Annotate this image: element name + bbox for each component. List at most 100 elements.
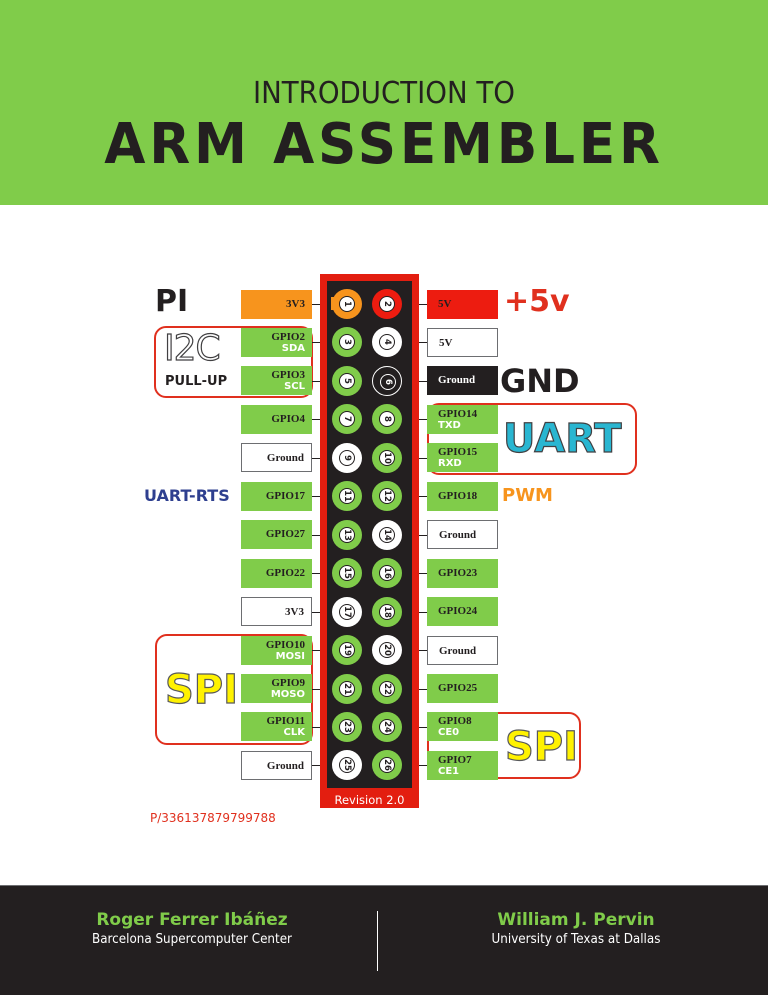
pin-label-16: GPIO23 [427, 558, 498, 588]
pin-ring [379, 526, 395, 543]
pin-number: 26 [382, 759, 392, 772]
pin-lead-line [312, 458, 320, 459]
author-name: William J. Pervin [497, 910, 655, 930]
pin-label-17: 3V3 [241, 597, 312, 627]
plus5v-label: +5v [504, 284, 570, 319]
pin-lead-line [312, 419, 320, 420]
pin-label-20: Ground [427, 635, 498, 665]
pin-label-9: Ground [241, 443, 312, 473]
cover-footer: Roger Ferrer Ibáñez Barcelona Supercompu… [0, 885, 768, 995]
pin-function: GPIO22 [265, 566, 305, 579]
author-divider [377, 911, 378, 971]
author-affiliation: University of Texas at Dallas [491, 932, 661, 947]
pin-lead-line [419, 612, 427, 613]
gnd-label: GND [500, 362, 580, 400]
pin-lead-line [419, 689, 427, 690]
pin-number: 21 [342, 682, 352, 695]
pin-function: GPIO14 [438, 407, 478, 420]
pin-function: Ground [266, 759, 304, 772]
pin-function: GPIO27 [265, 528, 305, 541]
i2c-label: I2C [163, 327, 221, 369]
pin-number: 18 [382, 605, 392, 618]
pin-label-6: Ground [427, 366, 498, 396]
pin-lead-line [312, 496, 320, 497]
pin-lead-line [419, 727, 427, 728]
pin-12: 12 [372, 481, 402, 512]
pin-7: 7 [332, 404, 362, 435]
pin-number: 14 [382, 528, 392, 541]
pin-label-14: Ground [427, 520, 498, 550]
reference-code: P/336137879799788 [150, 811, 276, 825]
pin-function: 5V [439, 336, 453, 349]
pin-lead-line [419, 765, 427, 766]
pin-lead-line [312, 304, 320, 305]
pin-22: 22 [372, 673, 402, 704]
spi-right-label: SPI [504, 723, 579, 770]
pin-alt-function: CE1 [438, 765, 460, 777]
pin-number: 25 [342, 759, 352, 772]
pin-number: 4 [382, 339, 392, 346]
pin-number: 7 [342, 416, 352, 423]
pin-24: 24 [372, 711, 402, 742]
pin-16: 16 [372, 558, 402, 589]
pin-number: 23 [342, 721, 352, 733]
pin-ring [339, 296, 355, 312]
pin-function: GPIO8 [438, 715, 472, 728]
pin-number: 8 [382, 416, 392, 423]
pin-number: 24 [382, 721, 392, 733]
pin-4: 4 [372, 327, 402, 358]
pin-function: Ground [266, 452, 304, 465]
pin-lead-line [419, 342, 427, 343]
pin-alt-function: TXD [438, 419, 461, 431]
pin-function: GPIO15 [438, 446, 478, 459]
author-1: Roger Ferrer Ibáñez Barcelona Supercompu… [0, 910, 384, 948]
pin-ring [379, 411, 395, 428]
pin-function: GPIO18 [438, 489, 478, 502]
pin-label-13: GPIO27 [241, 520, 312, 550]
pin-number: 19 [342, 644, 352, 656]
pin-lead-line [419, 573, 427, 574]
pin-14: 14 [372, 519, 402, 550]
pin-function: GPIO23 [438, 566, 478, 579]
pin-ring [339, 449, 355, 466]
pin-function: GPIO24 [438, 605, 478, 618]
pin-26: 26 [372, 750, 402, 781]
pwm-label: PWM [502, 485, 553, 506]
pin-15: 15 [332, 558, 362, 589]
pin-number: 13 [342, 528, 352, 541]
pin-function: GPIO11 [266, 715, 305, 728]
pin-1: 1 [332, 289, 362, 319]
cover-title: ARM ASSEMBLER [104, 112, 664, 177]
pin-ring [380, 373, 396, 390]
pin-label-1: 3V3 [241, 289, 312, 319]
pin-ring [339, 488, 355, 505]
pin-number: 12 [382, 490, 392, 503]
pin-label-22: GPIO25 [427, 674, 498, 703]
pin-3: 3 [332, 327, 362, 358]
pin-10: 10 [372, 442, 402, 473]
pin-ring [379, 642, 395, 659]
pin-20: 20 [372, 635, 402, 666]
pin-label-4: 5V [427, 327, 498, 357]
pin-number: 5 [342, 377, 352, 384]
pin-function: 3V3 [286, 297, 305, 310]
pin-number: 10 [382, 451, 392, 464]
pin-lead-line [419, 496, 427, 497]
pin-ring [339, 757, 355, 774]
pin-function: GPIO17 [265, 489, 305, 502]
pin-function: GPIO3 [271, 369, 305, 382]
pin-lead-line [419, 535, 427, 536]
i2c-group-frame [154, 326, 313, 398]
pin-ring [379, 718, 395, 735]
pin-function: 3V3 [285, 606, 304, 619]
pin-function: GPIO10 [265, 638, 305, 651]
pin-13: 13 [332, 519, 362, 550]
pin-label-11: GPIO17 [241, 481, 312, 511]
pin-label-2: 5V [427, 289, 498, 319]
pin-alt-function: CE0 [438, 727, 460, 739]
spi-left-label: SPI [164, 666, 239, 713]
pin-number: 16 [382, 567, 392, 580]
revision-label: Revision 2.0 [334, 793, 405, 807]
pin-ring [379, 488, 395, 505]
